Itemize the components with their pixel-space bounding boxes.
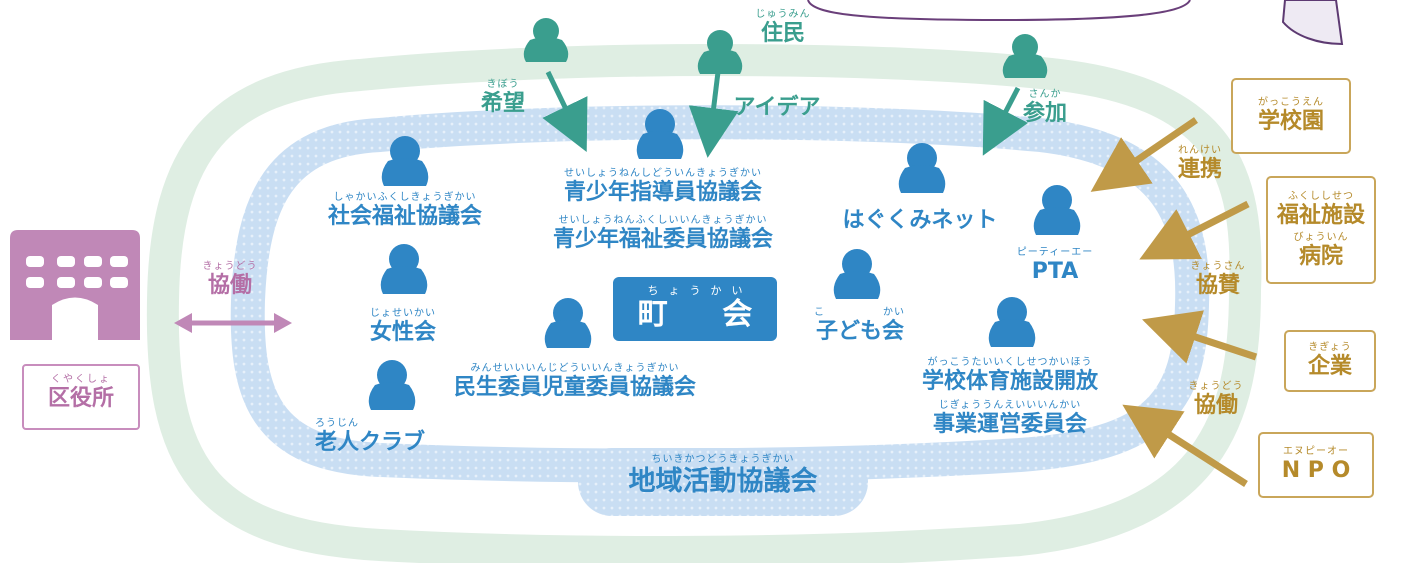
council-pill — [578, 448, 868, 516]
ward-office-box: くやくしょ 区役所 — [22, 364, 140, 430]
inner-ring — [230, 105, 1210, 483]
town-association-label: 町 会 — [637, 297, 775, 332]
kyodo-double-arrow — [174, 313, 292, 333]
speech-bubble — [807, 0, 1191, 22]
arrow-npo — [1122, 404, 1248, 487]
kyodo-left-label: きょうどう 協働 — [202, 261, 258, 298]
member-kodomokai: こかい 子ども会 — [814, 307, 905, 344]
person-icon-shakyo — [381, 136, 429, 186]
member-jigyo-unei: じぎょううんえいいいんかい 事業運営委員会 — [932, 400, 1087, 437]
partner-fukushi-byoin: ふくししせつ 福祉施設 びょういん 病院 — [1266, 176, 1376, 284]
flow-label-kibou: きぼう 希望 — [480, 79, 525, 116]
person-icon-kodomokai — [833, 249, 881, 299]
residents-label: じゅうみん 住民 — [755, 9, 811, 46]
partner-npo: エヌピーオー N P O — [1258, 432, 1374, 498]
town-association-ruby: ちょうかい — [647, 284, 753, 297]
person-icon-resident-1 — [523, 18, 569, 62]
person-icon-hagukumi — [898, 143, 946, 193]
member-pta: ピーティーエー PTA — [1016, 247, 1094, 284]
person-icon-gakko — [988, 297, 1036, 347]
flow-label-sanka: さんか 参加 — [1022, 89, 1067, 126]
member-hagukumi: はぐくみネット — [842, 208, 998, 233]
town-association-box: ちょうかい 町 会 — [613, 277, 777, 341]
ward-office-label: 区役所 — [47, 386, 114, 411]
arrow-kigyo — [1142, 310, 1258, 364]
member-shakyo: しゃかいふくしきょうぎかい 社会福祉協議会 — [327, 192, 482, 229]
person-icon-minsei — [544, 298, 592, 348]
member-seishonen-fukushi: せいしょうねんふくしいいんきょうぎかい 青少年福祉委員協議会 — [552, 215, 773, 252]
person-icon-joseikai — [380, 244, 428, 294]
arrow-gakkoen — [1090, 117, 1198, 192]
arrow-sanka — [982, 86, 1029, 156]
ward-office-ruby: くやくしょ — [51, 374, 111, 385]
arrow-kibou — [542, 70, 588, 153]
relation-kyosan: きょうさん 協賛 — [1190, 261, 1246, 298]
council-label: ちいきかつどうきょうぎかい 地域活動協議会 — [628, 454, 818, 497]
member-seishonen-shido: せいしょうねんしどういんきょうぎかい 青少年指導員協議会 — [563, 168, 762, 205]
arrow-idea — [688, 71, 739, 158]
person-icon-pta — [1033, 185, 1081, 235]
flow-label-idea: アイデア — [733, 95, 821, 120]
partner-gakkoen: がっこうえん 学校園 — [1231, 78, 1351, 154]
person-icon-resident-3 — [1002, 34, 1048, 78]
person-icon-resident-2 — [697, 30, 743, 74]
relation-kyodo: きょうどう 協働 — [1188, 381, 1244, 418]
member-gakko-kaiho: がっこうたいいくしせつかいほう 学校体育施設開放 — [921, 357, 1098, 394]
building-icon — [10, 230, 140, 340]
outer-ring — [146, 44, 1262, 563]
person-icon-rojin — [368, 360, 416, 410]
relation-renkei: れんけい 連携 — [1177, 145, 1222, 182]
partner-kigyo: きぎょう 企業 — [1284, 330, 1376, 392]
person-icon-seishonen — [636, 109, 684, 159]
member-joseikai: じょせいかい 女性会 — [369, 308, 436, 345]
member-minsei: みんせいいいんじどういいんきょうぎかい 民生委員児童委員協議会 — [453, 363, 696, 400]
arrow-fukushi — [1139, 200, 1250, 260]
corner-decoration — [1281, 0, 1344, 46]
member-rojin: ろうじん 老人クラブ — [315, 418, 426, 455]
